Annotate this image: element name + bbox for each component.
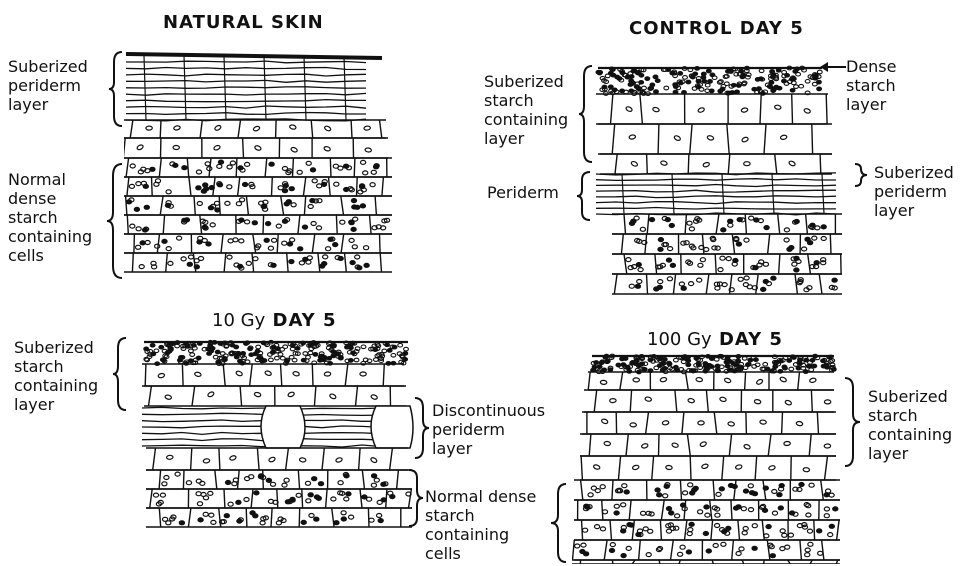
control-dense-starch-label: Dense starch layer: [846, 57, 896, 114]
gy100-dose-label: 100 Gy: [647, 329, 712, 350]
control-brace-right: [852, 162, 872, 188]
control-suberized-starch-label: Suberized starch containing layer: [484, 72, 568, 148]
gy10-day5-title: 10 Gy DAY 5: [212, 310, 337, 331]
natural-starch-label: Normal dense starch containing cells: [8, 170, 92, 265]
gy10-discontinuous-label: Discontinuous periderm layer: [432, 401, 545, 458]
gy100-suberized-starch-label: Suberized starch containing layer: [868, 387, 952, 463]
gy10-day-label: DAY 5: [273, 310, 337, 331]
natural-skin-title: NATURAL SKIN: [163, 12, 324, 33]
natural-skin-tissue-drawing: [124, 50, 404, 280]
control-suberized-periderm-label: Suberized periderm layer: [874, 163, 954, 220]
natural-periderm-label: Suberized periderm layer: [8, 57, 88, 114]
control-tissue-drawing: [592, 62, 850, 298]
gy100-brace-left: [550, 482, 572, 564]
gy10-suberized-starch-label: Suberized starch containing layer: [14, 338, 98, 414]
gy100-tissue-drawing: [572, 352, 842, 564]
gy100-day-label: DAY 5: [719, 329, 783, 350]
gy10-brace-discontinuous: [412, 396, 432, 460]
gy10-brace-left: [112, 336, 132, 412]
control-day5-title: CONTROL DAY 5: [629, 18, 804, 39]
gy100-day5-title: 100 Gy DAY 5: [647, 329, 783, 350]
gy100-brace-right: [842, 376, 864, 468]
gy10-tissue-drawing: [140, 336, 414, 528]
gy10-normal-dense-label: Normal dense starch containing cells: [425, 487, 536, 563]
control-periderm-label: Periderm: [487, 183, 559, 202]
gy10-dose-label: 10 Gy: [212, 310, 265, 331]
